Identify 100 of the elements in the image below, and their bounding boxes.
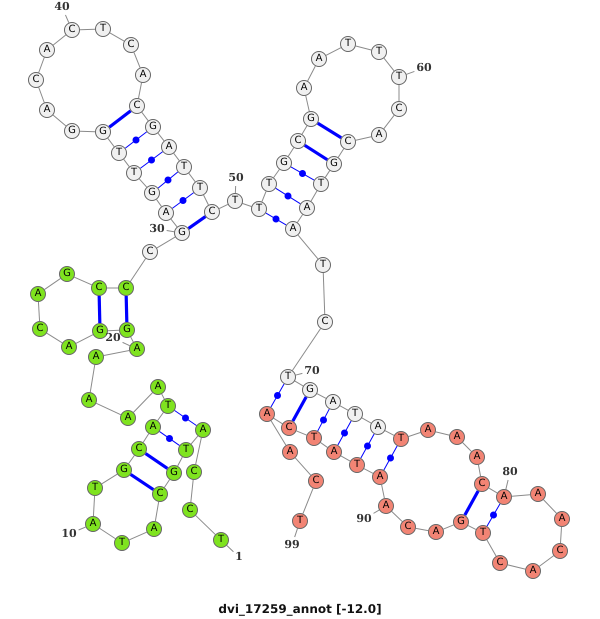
backbone-line <box>80 28 96 30</box>
backbone-line <box>486 539 497 557</box>
base-circle: G <box>174 225 190 241</box>
base-circle: A <box>371 127 387 143</box>
base-pair-line <box>304 144 328 162</box>
backbone-line <box>188 172 196 182</box>
base-circle: A <box>81 392 97 408</box>
base-pair-line <box>172 192 194 209</box>
backbone-line <box>355 136 372 141</box>
backbone-line <box>462 442 472 452</box>
base-circle: T <box>371 44 387 60</box>
base-circle: A <box>135 67 151 83</box>
backbone-line <box>99 528 116 540</box>
backbone-line <box>190 436 198 444</box>
base-circle: G <box>326 156 342 172</box>
base-pair-line <box>159 431 180 446</box>
base-circle: A <box>282 444 298 460</box>
base-circle: A <box>428 524 444 540</box>
position-number: 99 <box>284 539 300 551</box>
backbone-line <box>130 258 146 282</box>
backbone-line <box>203 194 209 206</box>
base-pair-line <box>98 296 102 324</box>
backbone-line <box>361 417 372 424</box>
backbone-line <box>288 147 294 157</box>
base-circle: T <box>192 180 208 196</box>
base-circle: T <box>176 159 192 175</box>
position-number: 50 <box>228 172 244 184</box>
position-number: 30 <box>149 223 165 235</box>
base-circle: G <box>453 514 469 530</box>
position-number: 1 <box>235 551 243 563</box>
base-circle: A <box>39 42 55 58</box>
base-pair-line <box>174 410 197 426</box>
base-circle: C <box>474 476 490 492</box>
backbone-line <box>538 555 554 567</box>
base-circle: A <box>39 102 55 118</box>
base-pair-line <box>360 434 375 458</box>
base-circle: A <box>88 349 104 365</box>
base-pair-line <box>265 212 287 226</box>
base-circle: T <box>111 145 127 161</box>
base-circle: C <box>308 473 324 489</box>
base-circle: A <box>420 422 436 438</box>
backbone-line <box>488 488 498 494</box>
position-number: 70 <box>304 365 320 377</box>
base-circle: A <box>145 419 161 435</box>
backbone-line <box>316 393 326 399</box>
base-circle: T <box>306 430 322 446</box>
backbone-line <box>142 433 150 443</box>
leader-line <box>294 528 298 538</box>
base-circle: A <box>378 498 394 514</box>
base-circle: C <box>552 543 568 559</box>
backbone-line <box>340 455 351 462</box>
leader-line <box>226 545 234 552</box>
backbone-line <box>296 430 308 436</box>
leader-line <box>295 372 303 376</box>
backbone-line <box>158 132 164 142</box>
base-circle: G <box>276 155 292 171</box>
base-pair-line <box>108 110 132 128</box>
base-circle: T <box>87 480 103 496</box>
backbone-line <box>273 169 280 178</box>
backbone-line <box>408 432 421 437</box>
backbone-line <box>103 350 130 356</box>
base-circle: T <box>160 398 176 414</box>
backbone-line <box>307 66 316 82</box>
base-pair-line <box>144 452 168 470</box>
backbone-line <box>157 412 164 421</box>
backbone-line <box>273 418 283 424</box>
base-circle: T <box>178 442 194 458</box>
backbone-line <box>107 138 115 148</box>
backbone-line <box>507 564 526 570</box>
backbone-line <box>76 334 94 344</box>
leader-line <box>406 70 415 75</box>
base-circle: T <box>251 201 267 217</box>
base-circle: C <box>64 22 80 38</box>
backbone-line <box>170 218 178 228</box>
base-circle: G <box>59 266 75 282</box>
base-circle: C <box>28 72 44 88</box>
backbone-line <box>44 278 61 290</box>
backbone-line <box>190 479 194 503</box>
base-circle: C <box>204 204 220 220</box>
base-circle: A <box>150 379 166 395</box>
base-circle: C <box>123 37 139 53</box>
backbone-line <box>543 499 557 514</box>
backbone-line <box>338 148 344 158</box>
base-pair-line <box>463 490 480 516</box>
backbone-line <box>384 58 394 72</box>
base-circle: C <box>340 134 356 150</box>
base-circle: C <box>152 486 168 502</box>
base-circle: T <box>126 165 142 181</box>
base-circle: A <box>370 419 386 435</box>
base-circle: A <box>469 449 485 465</box>
base-pair-line <box>291 396 308 422</box>
position-number: 40 <box>54 1 70 13</box>
base-circle: A <box>259 406 275 422</box>
backbone-line <box>242 203 252 207</box>
leader-line <box>505 479 509 490</box>
base-circle: A <box>195 422 211 438</box>
backbone-line <box>133 392 153 413</box>
base-pair-line <box>290 166 315 181</box>
backbone-line <box>435 431 450 436</box>
backbone-line <box>292 328 322 371</box>
